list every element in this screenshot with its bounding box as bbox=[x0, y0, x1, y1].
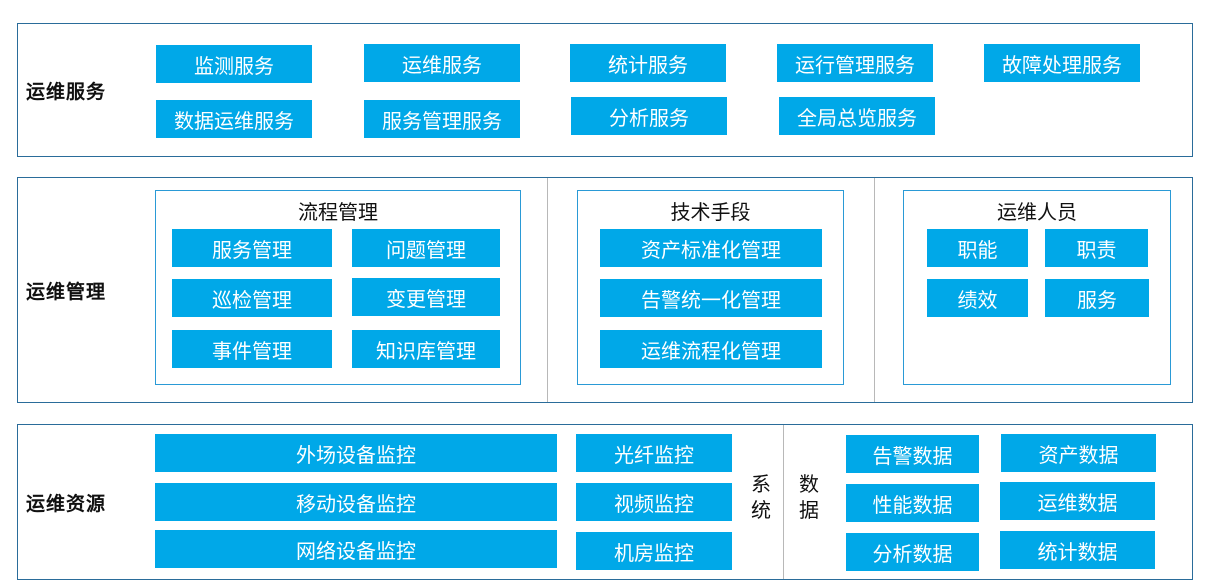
service-box-global-overview: 全局总览服务 bbox=[779, 97, 935, 135]
service-row-label: 运维服务 bbox=[26, 81, 107, 103]
data-box-asset: 资产数据 bbox=[1001, 434, 1156, 472]
service-box-analysis: 分析服务 bbox=[571, 97, 727, 135]
service-box-runtime-management: 运行管理服务 bbox=[777, 44, 933, 82]
system-box-network-equipment: 网络设备监控 bbox=[155, 530, 557, 568]
tech-box-alert-unification: 告警统一化管理 bbox=[600, 279, 822, 317]
process-box-problem-management: 问题管理 bbox=[352, 229, 500, 267]
tech-box-process-standardization: 运维流程化管理 bbox=[600, 330, 822, 368]
data-box-alert: 告警数据 bbox=[846, 435, 979, 473]
process-box-knowledge-base-management: 知识库管理 bbox=[352, 330, 500, 368]
service-box-statistics: 统计服务 bbox=[570, 44, 726, 82]
staff-box-performance: 绩效 bbox=[927, 279, 1028, 317]
resources-divider bbox=[783, 425, 784, 579]
management-divider-2 bbox=[874, 178, 875, 402]
management-divider-1 bbox=[547, 178, 548, 402]
staff-box-service: 服务 bbox=[1045, 279, 1149, 317]
service-box-data-operations: 数据运维服务 bbox=[156, 100, 312, 138]
system-box-fiber-monitoring: 光纤监控 bbox=[576, 434, 732, 472]
data-vertical-label: 数据 bbox=[799, 472, 819, 522]
service-box-service-management: 服务管理服务 bbox=[364, 100, 520, 138]
data-box-operations: 运维数据 bbox=[1000, 482, 1155, 520]
service-box-monitoring: 监测服务 bbox=[156, 45, 312, 83]
system-box-video-monitoring: 视频监控 bbox=[576, 483, 732, 521]
tech-box-asset-standardization: 资产标准化管理 bbox=[600, 229, 822, 267]
system-vertical-label: 系统 bbox=[751, 472, 771, 522]
staff-box-function: 职能 bbox=[927, 229, 1028, 267]
data-box-analysis: 分析数据 bbox=[846, 533, 979, 571]
data-box-statistics: 统计数据 bbox=[1000, 531, 1155, 569]
system-box-machine-room-monitoring: 机房监控 bbox=[576, 532, 732, 570]
data-box-performance: 性能数据 bbox=[846, 484, 979, 522]
resources-row-label: 运维资源 bbox=[26, 493, 107, 515]
tech-means-title: 技术手段 bbox=[670, 200, 751, 224]
service-box-operations: 运维服务 bbox=[364, 44, 520, 82]
system-box-mobile-equipment: 移动设备监控 bbox=[155, 483, 557, 521]
process-box-inspection-management: 巡检管理 bbox=[172, 279, 332, 317]
process-box-change-management: 变更管理 bbox=[352, 278, 500, 316]
process-box-service-management: 服务管理 bbox=[172, 229, 332, 267]
process-box-event-management: 事件管理 bbox=[172, 330, 332, 368]
process-management-title: 流程管理 bbox=[298, 200, 378, 224]
system-box-field-equipment: 外场设备监控 bbox=[155, 434, 557, 472]
management-row-label: 运维管理 bbox=[26, 281, 107, 303]
service-box-fault-handling: 故障处理服务 bbox=[984, 44, 1140, 82]
operations-staff-title: 运维人员 bbox=[997, 200, 1077, 224]
staff-box-responsibility: 职责 bbox=[1045, 229, 1148, 267]
